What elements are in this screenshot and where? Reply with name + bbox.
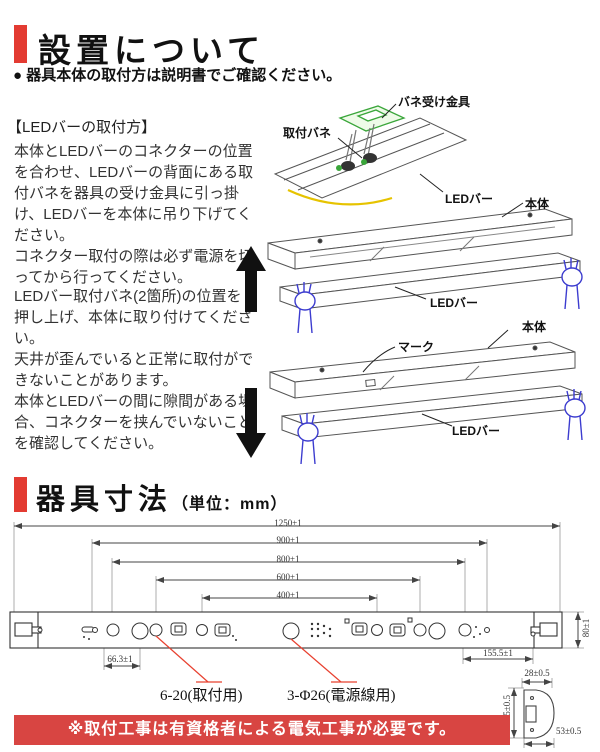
spring-bracket-label: バネ受け金具 — [398, 95, 471, 109]
led-bar-label-b: LEDバー — [430, 296, 479, 310]
mark-label-c: マーク — [398, 340, 435, 354]
mount-spring-label: 取付バネ — [283, 126, 332, 140]
power-hole-label: 3-Φ26(電源線用) — [287, 688, 396, 704]
dim-28: 28±0.5 — [524, 668, 550, 678]
dim-400: 400±1 — [276, 590, 300, 600]
mount-hole-label: 6-20(取付用) — [160, 688, 243, 704]
dimensions-title-text: 器具寸法 — [36, 484, 173, 516]
bullet-icon: ● — [13, 67, 23, 84]
illustration-spring-detail — [273, 103, 468, 206]
install-paragraph-1: 本体とLEDバーのコネクターの位置を合わせ、LEDバーの背面にある取付バネを器具… — [14, 143, 254, 286]
led-bar-label-c: LEDバー — [452, 424, 501, 438]
section2-accent-bar — [14, 477, 27, 512]
dim-900: 900±1 — [276, 535, 300, 545]
dim-80: 80±1 — [581, 618, 591, 638]
install-note: ● 器具本体の取付方は説明書でご確認ください。 — [13, 64, 341, 85]
led-bar-label-a: LEDバー — [445, 192, 494, 206]
install-note-text: 器具本体の取付方は説明書でご確認ください。 — [26, 67, 342, 84]
warning-banner: ※取付工事は有資格者による電気工事が必要です。 — [14, 715, 510, 745]
dim-600: 600±1 — [276, 572, 300, 582]
body-label-b: 本体 — [525, 197, 550, 211]
illustration-hang-ledbar — [267, 202, 583, 334]
dimensions-unit-text: （単位：mm） — [172, 496, 288, 513]
section1-title: 設置について — [38, 32, 266, 69]
install-paragraph-2: LEDバー取付バネ(2箇所)の位置を押し上げ、本体に取り付けてください。 天井が… — [14, 288, 254, 452]
down-arrow-icon — [236, 388, 266, 458]
body-label-c: 本体 — [522, 320, 547, 334]
dim-66: 66.3±1 — [107, 654, 133, 664]
dim-800: 800±1 — [276, 554, 300, 564]
section1-accent-bar — [14, 25, 27, 63]
dim-53: 53±0.5 — [556, 726, 582, 736]
up-arrow-icon — [236, 246, 266, 312]
dim-1250: 1250±1 — [274, 518, 302, 528]
section2-title: 器具寸法（単位：mm） — [36, 476, 287, 518]
dimension-drawing — [9, 522, 584, 748]
led-bar-howto-subtitle: 【LEDバーの取付方】 — [7, 119, 157, 136]
illustration-attach-ledbar — [269, 329, 586, 465]
dim-155: 155.5±1 — [483, 648, 513, 658]
